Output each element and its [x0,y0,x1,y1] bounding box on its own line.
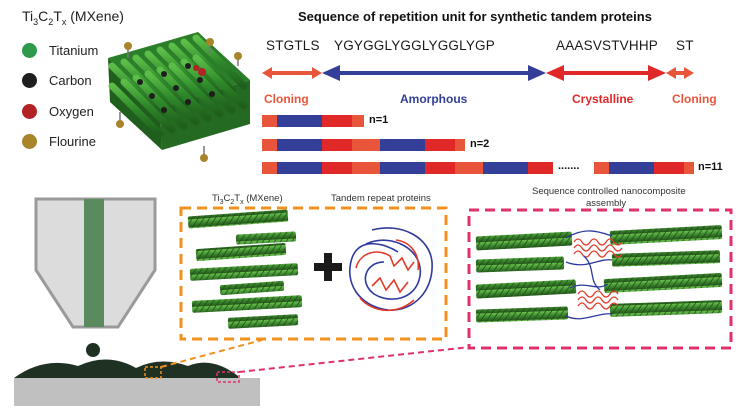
legend-item-carbon: Carbon [22,70,92,90]
repeat-label-n11: n=11 [698,161,723,173]
sequence-title: Sequence of repetition unit for syntheti… [298,9,652,24]
zoom-line-pink [238,346,471,373]
mxene-crystal-illustration [108,32,250,162]
legend-item-oxygen: Oxygen [22,101,94,121]
oxygen-dot-icon [22,103,37,119]
plus-icon [314,253,342,281]
tandem-protein-coil [348,227,433,312]
zoom-box-pink [216,371,240,383]
legend-item-titanium: Titanium [22,40,98,60]
components-panel [179,206,448,341]
carbon-dot-icon [22,72,37,88]
extrusion-nozzle [34,197,157,329]
mxene-sheets-stack [187,209,303,329]
sequence-segment-crystalline: AAASVSTVHHP [556,38,658,53]
assembly-panel [467,208,733,350]
amorphous-arrow [322,65,546,81]
titanium-dot-icon [22,42,37,58]
repeat-ellipsis: ....... [558,160,580,172]
repeat-bar-n1 [262,115,364,127]
crystalline-arrow [546,65,666,81]
fluorine-dot-icon [22,133,37,149]
region-label-cloning-right: Cloning [672,92,717,106]
cloning-arrow-left [262,67,322,79]
repeat-bar-n11 [262,162,694,174]
crystalline-domains [573,238,623,310]
panel-label-proteins: Tandem repeat proteins [331,193,431,204]
zoom-line-orange [160,339,263,368]
panel-label-mxene: Ti3C2Tx (MXene) [212,193,283,206]
sequence-segment-cloning-start: STGTLS [266,38,320,53]
droplet [86,343,100,357]
panel-label-assembly-line1: Sequence controlled nanocomposite [532,186,686,197]
assembled-mxene-sheets [475,225,723,323]
sequence-segment-amorphous: YGYGGLYGGLYGGLYGP [334,38,495,53]
panel-label-assembly-line2: assembly [586,198,627,209]
repeat-label-n2: n=2 [470,138,490,150]
region-label-amorphous: Amorphous [400,92,468,106]
zoom-box-orange [144,366,162,379]
region-label-crystalline: Crystalline [572,92,634,106]
sequence-segment-cloning-end: ST [676,38,694,53]
sequence-region-arrows [262,65,694,81]
region-label-cloning-left: Cloning [264,92,309,106]
repeat-label-n1: n=1 [369,114,389,126]
repeat-bar-n2 [262,139,465,151]
legend-item-fluorine: Flourine [22,131,96,151]
mxene-title: Ti3C2Tx (MXene) [22,8,124,27]
amorphous-linkers [565,230,613,320]
cloning-arrow-right [666,67,694,79]
